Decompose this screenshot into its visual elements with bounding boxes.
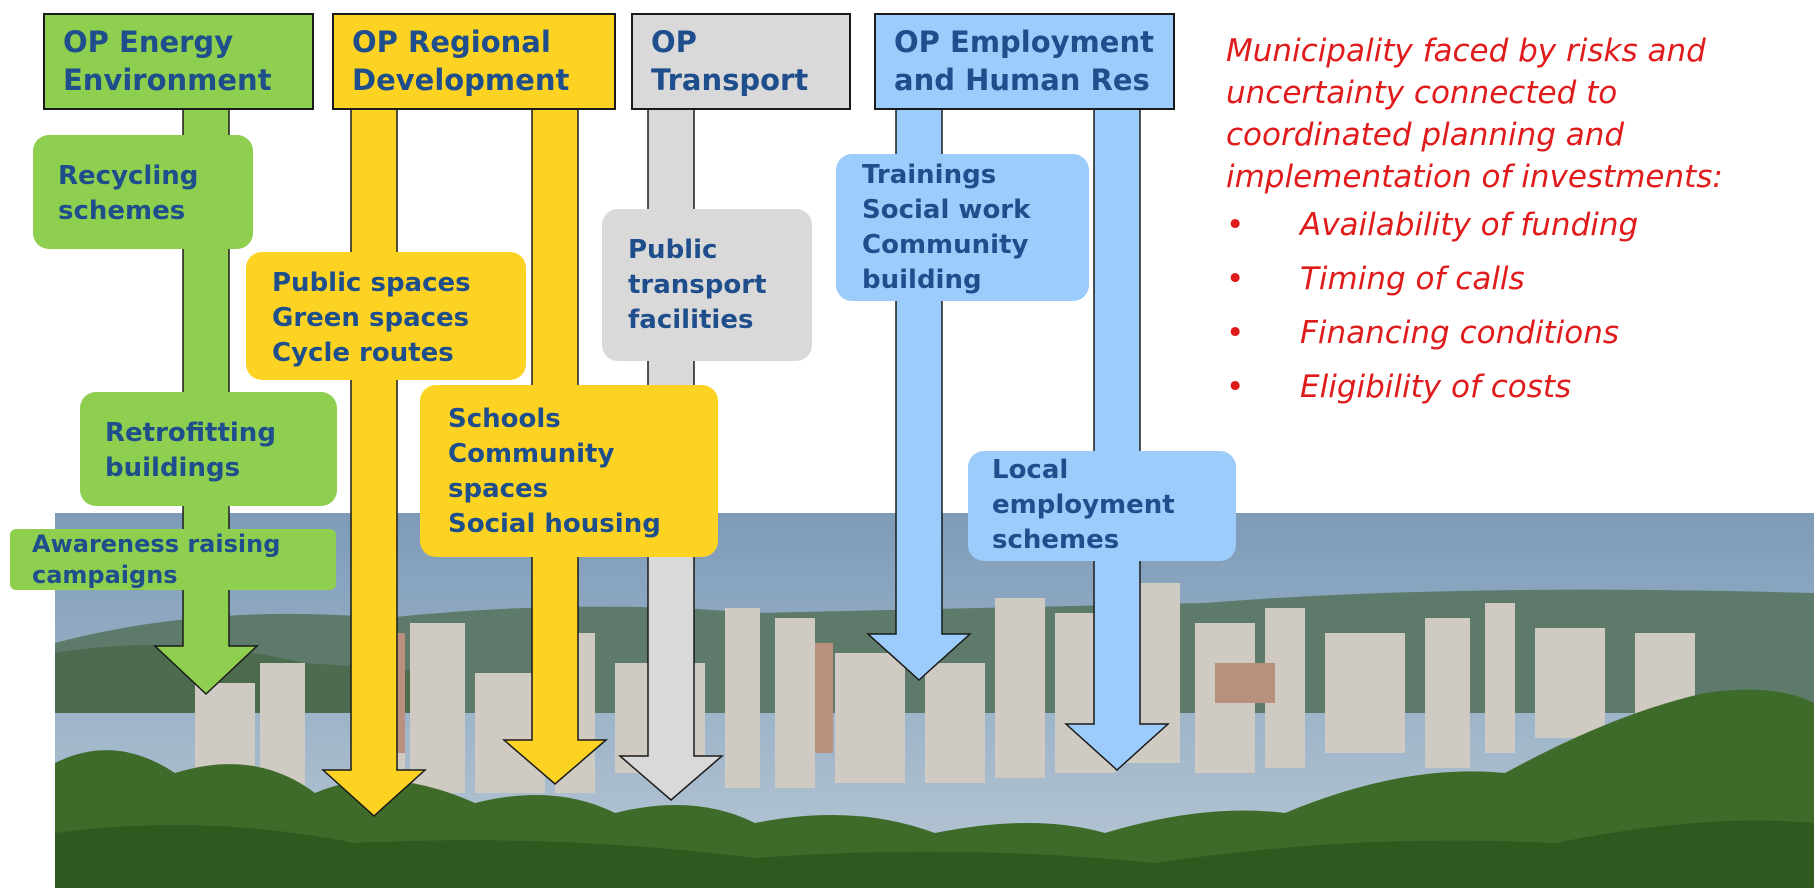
header-op-regional-development: OP Regional Development — [332, 13, 616, 110]
note-bullet: • Eligibility of costs — [1226, 360, 1814, 414]
box-line: schemes — [992, 525, 1120, 555]
box-line: building — [862, 265, 982, 295]
box-public-transport-facilities: Public transport facilities — [602, 209, 812, 361]
bullet-text: Timing of calls — [1300, 261, 1525, 297]
note-bullet: • Timing of calls — [1226, 252, 1814, 306]
box-line: campaigns — [32, 561, 178, 589]
box-line: Local — [992, 455, 1069, 485]
bullet-text: Eligibility of costs — [1300, 369, 1572, 405]
note-line: coordinated planning and — [1226, 117, 1625, 153]
box-awareness-raising-campaigns: Awareness raising campaigns — [10, 529, 336, 590]
header-op-transport: OP Transport — [631, 13, 851, 110]
bullet-icon: • — [1226, 261, 1245, 297]
box-line: Community — [448, 439, 615, 469]
box-line: Awareness raising — [32, 530, 281, 558]
box-schools-community-social-housing: Schools Community spaces Social housing — [420, 385, 718, 557]
employment-arrow-right — [1064, 107, 1170, 772]
box-line: Cycle routes — [272, 338, 454, 368]
header-line: OP Energy — [63, 25, 234, 59]
note-bullet: • Availability of funding — [1226, 198, 1814, 252]
header-line: Development — [352, 63, 570, 97]
box-line: spaces — [448, 474, 549, 504]
note-bullet: • Financing conditions — [1226, 306, 1814, 360]
header-line: Environment — [63, 63, 272, 97]
bullet-text: Financing conditions — [1300, 315, 1620, 351]
header-line: OP Regional — [352, 25, 551, 59]
box-line: Retrofitting — [105, 418, 276, 448]
box-local-employment-schemes: Local employment schemes — [968, 451, 1236, 561]
bullet-icon: • — [1226, 369, 1245, 405]
box-retrofitting-buildings: Retrofitting buildings — [80, 392, 337, 506]
header-line: and Human Res — [894, 63, 1150, 97]
box-line: Public spaces — [272, 268, 471, 298]
header-line: OP Employment — [894, 25, 1154, 59]
box-line: employment — [992, 490, 1175, 520]
header-op-employment-human-res: OP Employment and Human Res — [874, 13, 1175, 110]
regional-arrow-left — [321, 107, 427, 818]
box-line: Community — [862, 230, 1029, 260]
bullet-icon: • — [1226, 207, 1245, 243]
box-line: transport — [628, 270, 767, 300]
note-line: implementation of investments: — [1226, 159, 1723, 195]
bullet-icon: • — [1226, 315, 1245, 351]
note-line: Municipality faced by risks and — [1226, 33, 1706, 69]
box-line: Public — [628, 235, 718, 265]
bullet-text: Availability of funding — [1300, 207, 1639, 243]
box-trainings-social-work-community: Trainings Social work Community building — [836, 154, 1089, 301]
box-line: Schools — [448, 404, 561, 434]
box-line: Green spaces — [272, 303, 470, 333]
box-line: buildings — [105, 453, 241, 483]
risk-note: Municipality faced by risks and uncertai… — [1226, 30, 1814, 414]
header-op-energy-environment: OP Energy Environment — [43, 13, 314, 110]
box-public-green-spaces-cycle-routes: Public spaces Green spaces Cycle routes — [246, 252, 526, 380]
box-line: schemes — [58, 196, 186, 226]
box-line: Recycling — [58, 161, 199, 191]
box-line: facilities — [628, 305, 754, 335]
box-line: Social work — [862, 195, 1031, 225]
box-line: Trainings — [862, 160, 997, 190]
box-recycling-schemes: Recycling schemes — [33, 135, 253, 249]
note-line: uncertainty connected to — [1226, 75, 1618, 111]
header-line: Transport — [651, 63, 809, 97]
header-line: OP — [651, 25, 697, 59]
box-line: Social housing — [448, 509, 661, 539]
